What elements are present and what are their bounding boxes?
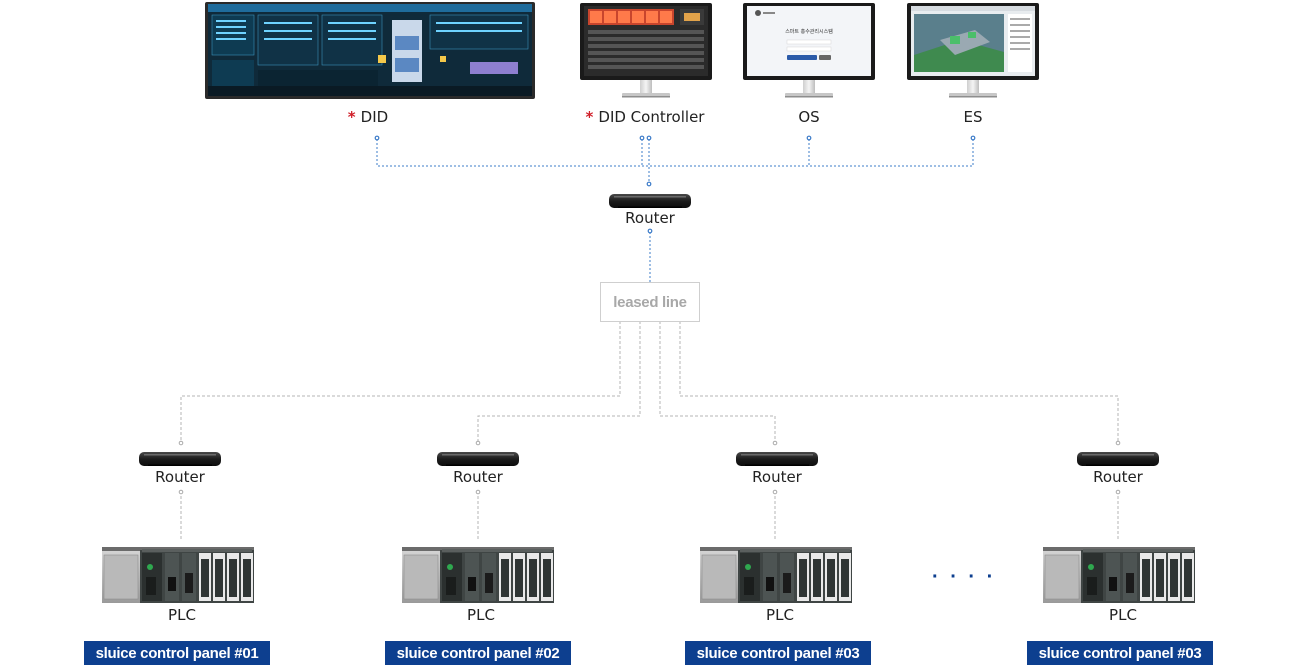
bottom-network-connectors xyxy=(178,440,1121,495)
top-network-connectors xyxy=(374,135,976,234)
plc-icon-01 xyxy=(102,547,254,603)
plc-label-01: PLC xyxy=(168,606,196,624)
did-controller-label: *DID Controller xyxy=(586,108,705,126)
router-icon-02 xyxy=(437,452,519,466)
es-label: ES xyxy=(963,108,983,126)
panel-label-04: sluice control panel #03 xyxy=(1027,641,1213,665)
router-label-04: Router xyxy=(1093,468,1143,486)
plc-icon-03 xyxy=(700,547,852,603)
router-icon-03 xyxy=(736,452,818,466)
router-label-02: Router xyxy=(453,468,503,486)
os-label: OS xyxy=(798,108,820,126)
router-label-01: Router xyxy=(155,468,205,486)
plc-label-04: PLC xyxy=(1109,606,1137,624)
es-monitor-icon xyxy=(907,3,1039,98)
bottom-network-lines xyxy=(180,321,1119,540)
plc-label-03: PLC xyxy=(766,606,794,624)
did-label: *DID xyxy=(348,108,388,126)
did-controller-label-text: DID Controller xyxy=(598,108,705,126)
plc-icon-02 xyxy=(402,547,554,603)
leased-line-box: leased line xyxy=(600,282,700,322)
router-label-03: Router xyxy=(752,468,802,486)
did-display-icon xyxy=(205,2,535,99)
plc-label-02: PLC xyxy=(467,606,495,624)
required-marker: * xyxy=(585,108,594,126)
more-panels-ellipsis: · · · · xyxy=(932,566,997,588)
top-network-lines xyxy=(376,139,974,282)
os-monitor-icon: 스마트 홍수관리시스템 xyxy=(743,3,875,98)
did-label-text: DID xyxy=(360,108,389,126)
main-router-icon xyxy=(609,194,691,208)
main-router-label: Router xyxy=(625,209,675,227)
plc-icon-04 xyxy=(1043,547,1195,603)
os-screen-title: 스마트 홍수관리시스템 xyxy=(785,28,833,35)
router-icon-01 xyxy=(139,452,221,466)
required-marker: * xyxy=(347,108,356,126)
did-controller-monitor-icon xyxy=(580,3,712,98)
panel-label-03: sluice control panel #03 xyxy=(685,641,871,665)
panel-label-01: sluice control panel #01 xyxy=(84,641,270,665)
panel-label-02: sluice control panel #02 xyxy=(385,641,571,665)
router-icon-04 xyxy=(1077,452,1159,466)
